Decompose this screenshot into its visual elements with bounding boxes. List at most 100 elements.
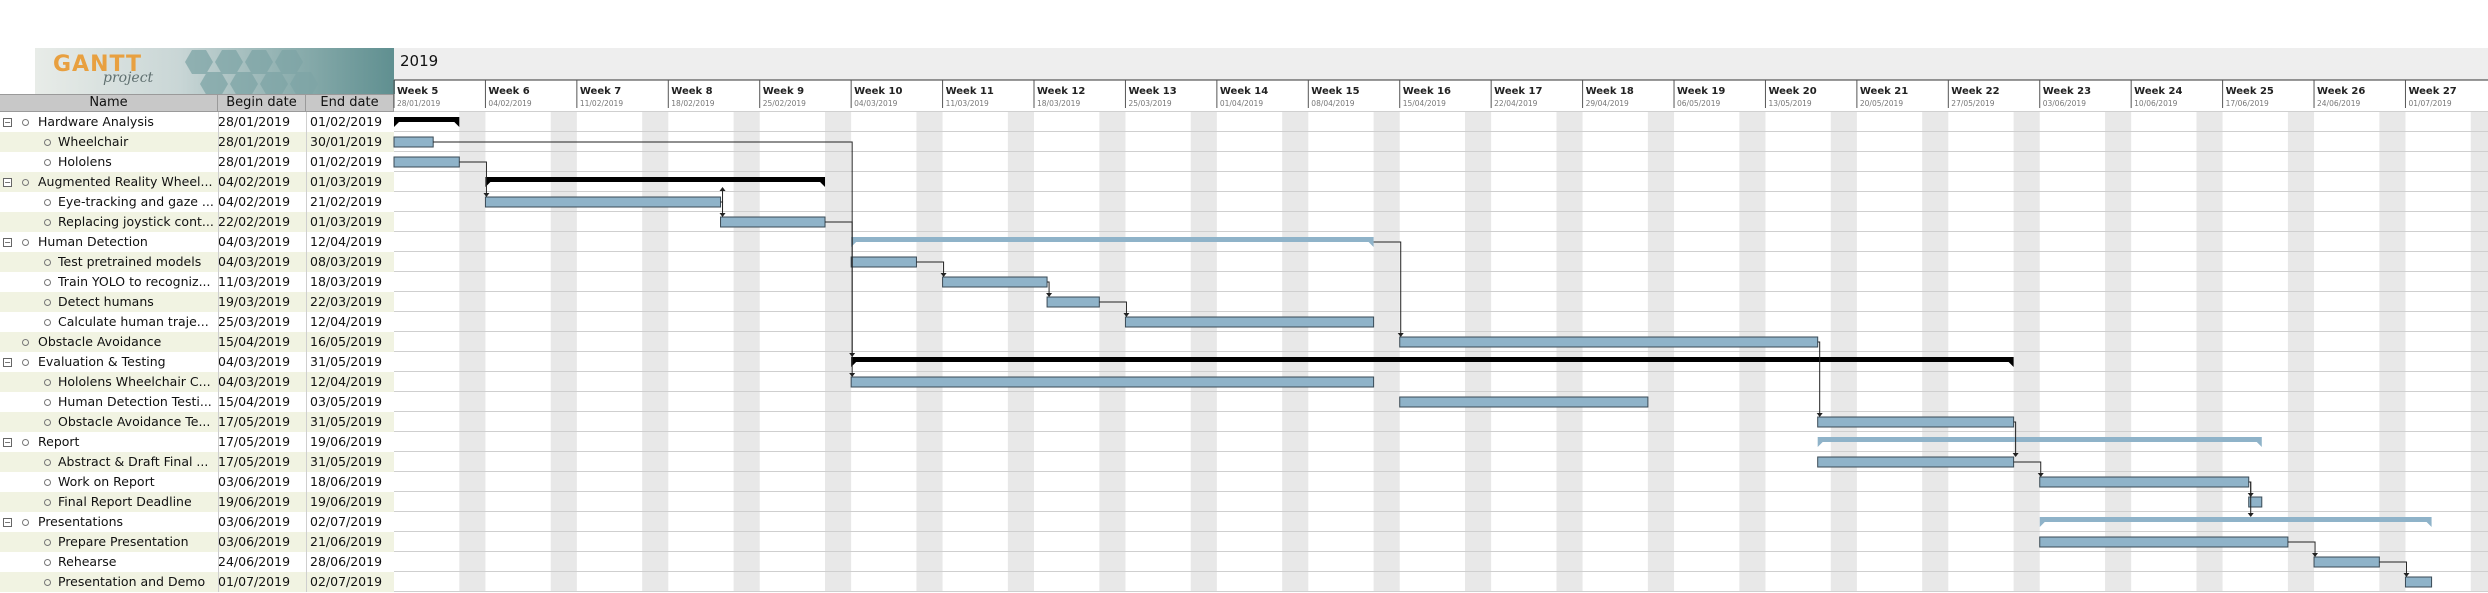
task-name: Final Report Deadline <box>58 494 192 509</box>
task-begin-date: 11/03/2019 <box>218 274 291 289</box>
task-name: Report <box>38 434 80 449</box>
task-name: Detect humans <box>58 294 154 309</box>
week-label: Week 9 <box>763 86 804 97</box>
task-bar <box>942 276 1048 288</box>
collapse-toggle-icon[interactable]: − <box>3 178 12 187</box>
task-bullet-icon <box>44 479 51 486</box>
task-end-date: 02/07/2019 <box>310 574 383 589</box>
week-date: 04/03/2019 <box>854 99 897 108</box>
collapse-toggle-icon[interactable]: − <box>3 358 12 367</box>
dependency-arrowhead <box>1046 293 1053 297</box>
dependency-line <box>1817 341 1821 416</box>
task-name: Abstract & Draft Final ... <box>58 454 209 469</box>
task-bullet-icon <box>22 359 29 366</box>
task-end-date: 31/05/2019 <box>310 454 383 469</box>
task-bullet-icon <box>44 419 51 426</box>
collapse-toggle-icon[interactable]: − <box>3 518 12 527</box>
task-bar <box>2039 536 2289 548</box>
task-bar <box>2039 476 2250 488</box>
week-date: 24/06/2019 <box>2317 99 2360 108</box>
task-name: Hololens <box>58 154 112 169</box>
dependency-arrowhead <box>2247 513 2254 517</box>
task-begin-date: 24/06/2019 <box>218 554 291 569</box>
task-bullet-icon <box>44 379 51 386</box>
week-date: 22/04/2019 <box>1494 99 1537 108</box>
task-bar <box>1124 316 1375 328</box>
task-bullet-icon <box>44 299 51 306</box>
task-bullet-icon <box>44 259 51 266</box>
timeline-year-strip: 2019 <box>394 48 2488 80</box>
task-bar <box>1817 416 2015 428</box>
week-date: 20/05/2019 <box>1860 99 1903 108</box>
task-bullet-icon <box>44 199 51 206</box>
task-name: Eye-tracking and gaze ... <box>58 194 214 209</box>
week-date: 04/02/2019 <box>488 99 531 108</box>
task-bar <box>1399 336 1819 348</box>
week-date: 10/06/2019 <box>2134 99 2177 108</box>
task-end-date: 02/07/2019 <box>310 514 383 529</box>
task-table-header: Name Begin date End date <box>0 94 394 112</box>
table-column-divider <box>218 112 219 592</box>
summary-bar <box>2039 517 2432 522</box>
collapse-toggle-icon[interactable]: − <box>3 238 12 247</box>
task-bar <box>393 136 434 148</box>
dependency-arrowhead <box>483 193 490 197</box>
task-begin-date: 17/05/2019 <box>218 454 291 469</box>
task-name: Test pretrained models <box>58 254 202 269</box>
task-bullet-icon <box>22 179 29 186</box>
week-date: 08/04/2019 <box>1311 99 1354 108</box>
task-name: Obstacle Avoidance Te... <box>58 414 211 429</box>
collapse-toggle-icon[interactable]: − <box>3 118 12 127</box>
week-date: 01/07/2019 <box>2408 99 2451 108</box>
task-begin-date: 04/02/2019 <box>218 174 291 189</box>
begin-date-column-header[interactable]: Begin date <box>218 95 306 111</box>
dependency-arrowhead <box>719 213 726 217</box>
task-begin-date: 15/04/2019 <box>218 334 291 349</box>
week-date: 01/04/2019 <box>1220 99 1263 108</box>
task-end-date: 16/05/2019 <box>310 334 383 349</box>
logo-word: GANTT <box>53 52 143 77</box>
task-begin-date: 28/01/2019 <box>218 134 291 149</box>
summary-bar-end <box>1817 442 1823 447</box>
summary-bar-end <box>394 122 399 127</box>
name-column-header[interactable]: Name <box>0 95 218 111</box>
task-end-date: 01/03/2019 <box>310 174 383 189</box>
week-label: Week 6 <box>488 86 529 97</box>
dependency-arrowhead <box>1123 313 1130 317</box>
task-begin-date: 17/05/2019 <box>218 414 291 429</box>
task-bar <box>1046 296 1100 308</box>
task-bullet-icon <box>44 459 51 466</box>
task-bullet-icon <box>44 319 51 326</box>
week-date: 11/03/2019 <box>946 99 989 108</box>
task-row[interactable]: Abstract & Draft Final ... 17/05/2019 31/0… <box>0 452 394 472</box>
task-begin-date: 03/06/2019 <box>218 534 291 549</box>
dependency-line <box>2013 421 2017 456</box>
task-name: Prepare Presentation <box>58 534 189 549</box>
task-end-date: 12/04/2019 <box>310 314 383 329</box>
dependency-line <box>916 261 945 276</box>
collapse-toggle-icon[interactable]: − <box>3 438 12 447</box>
